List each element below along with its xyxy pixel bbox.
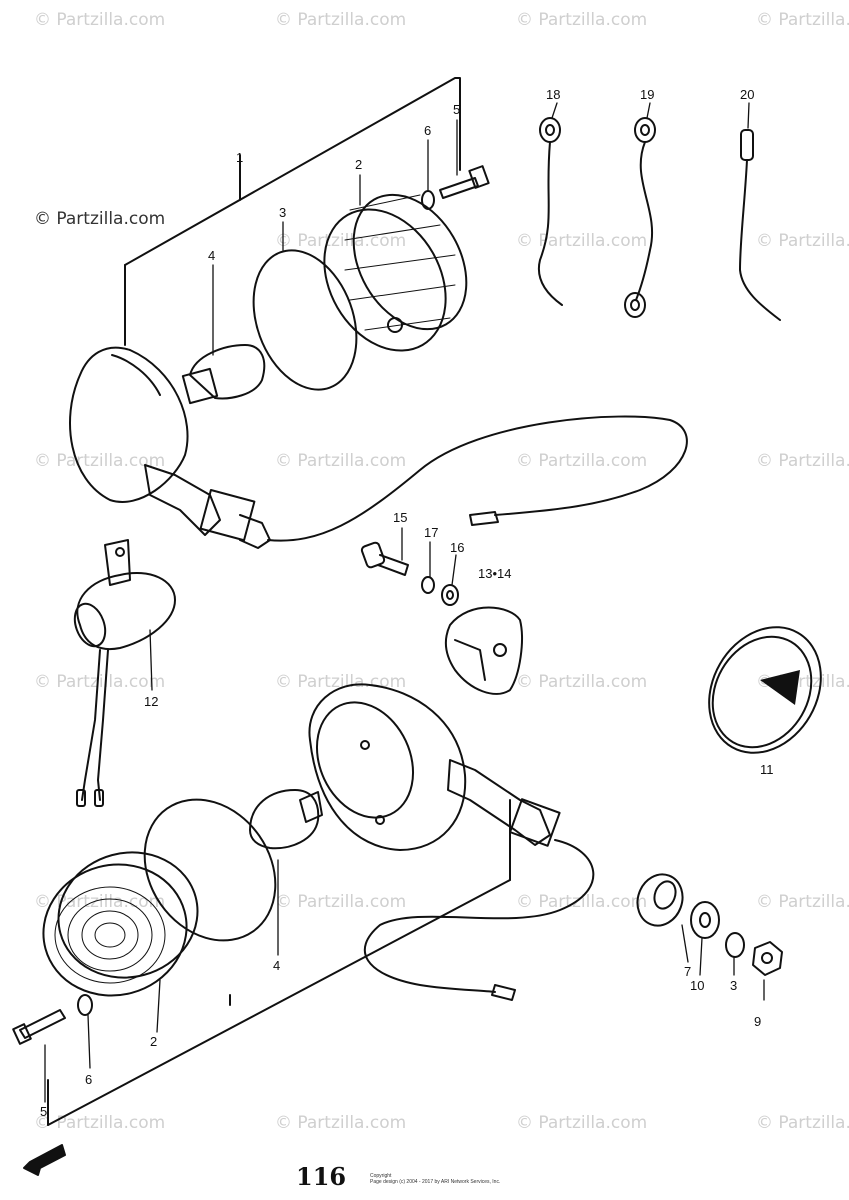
callout-12: 12 [144,694,159,709]
watermark: © Partzilla.com [756,231,849,251]
watermark: © Partzilla.com [275,10,407,30]
callout-3: 3 [279,205,287,220]
callout-17: 17 [424,525,439,540]
turn-signal-housing-upper [69,346,688,549]
gasket-lower [143,798,277,942]
lead-wire-20 [739,129,781,321]
front-arrow-icon [23,1144,66,1176]
callout-19: 19 [640,87,655,102]
callout-2: 2 [355,157,363,172]
watermark: © Partzilla.com [275,672,407,692]
bulb-lower [249,789,323,850]
callout-5: 5 [40,1104,48,1119]
callout-18: 18 [546,87,561,102]
watermark: © Partzilla.com [275,451,407,471]
gasket-upper [252,249,358,391]
callout-11: 11 [760,762,774,777]
watermark: © Partzilla.com [756,451,849,471]
watermark: © Partzilla.com [516,451,648,471]
bolt-15 [360,541,409,576]
washer-lower [77,994,93,1016]
watermark: © Partzilla.com [516,231,648,251]
callout-9: 9 [754,1014,762,1029]
callout-20: 20 [740,87,755,102]
callout-3: 3 [730,978,738,993]
callout-6: 6 [85,1072,93,1087]
watermark: © Partzilla.com [756,10,849,30]
callout-16: 16 [450,540,465,555]
callout-1: 1 [236,150,244,165]
leader-lines [44,102,765,1103]
ground-wire-19 [624,117,656,318]
callout-4: 4 [273,958,281,973]
page-number: 116 [296,1162,347,1191]
callout-15: 15 [393,510,408,525]
ground-wire-18 [537,117,563,306]
watermark: © Partzilla.com [34,892,166,912]
callout-13-14: 13•14 [478,566,512,581]
watermark: © Partzilla.com [275,892,407,912]
footer-line: Page design (c) 2004 - 2017 by ARI Netwo… [370,1179,501,1185]
watermark: © Partzilla.com [516,1113,648,1133]
callout-4: 4 [208,248,216,263]
watermark: © Partzilla.com [756,892,849,912]
watermark: © Partzilla.com [516,672,648,692]
watermark: © Partzilla.com [34,1113,166,1133]
reflector-11 [708,626,822,754]
watermark: © Partzilla.com [516,10,648,30]
callout-10: 10 [690,978,705,993]
assembly-bracket-bottom [47,799,511,1126]
watermark: © Partzilla.com [516,892,648,912]
lock-washer-3 [725,932,745,958]
callout-7: 7 [684,964,692,979]
lens-lower [42,851,199,997]
mounting-bracket-13-14 [444,606,523,695]
washer-upper [421,190,435,210]
bulb-upper [181,344,266,405]
copyright-notice: © Partzilla.com [34,209,166,229]
callout-6: 6 [424,123,432,138]
callout-2: 2 [150,1034,158,1049]
lock-washer-17 [421,576,435,594]
watermark: © Partzilla.com [34,10,166,30]
callout-5: 5 [453,102,461,117]
grommet-7 [636,873,684,927]
lens-upper [323,193,468,352]
turn-signal-housing-lower [308,683,595,1001]
watermark: © Partzilla.com [34,451,166,471]
footer-copyright: Copyright Page design (c) 2004 - 2017 by… [370,1173,510,1185]
watermark: © Partzilla.com [275,1113,407,1133]
flasher-relay-12 [73,539,176,807]
watermark: © Partzilla.com [34,672,166,692]
screw-upper [439,165,490,199]
assembly-bracket-top [124,77,461,346]
watermark: © Partzilla.com [756,1113,849,1133]
footer-line: Copyright [370,1173,392,1179]
washer-10 [690,901,720,939]
nut-9 [752,941,783,976]
washer-16 [441,584,459,606]
screw-lower [12,1009,66,1045]
